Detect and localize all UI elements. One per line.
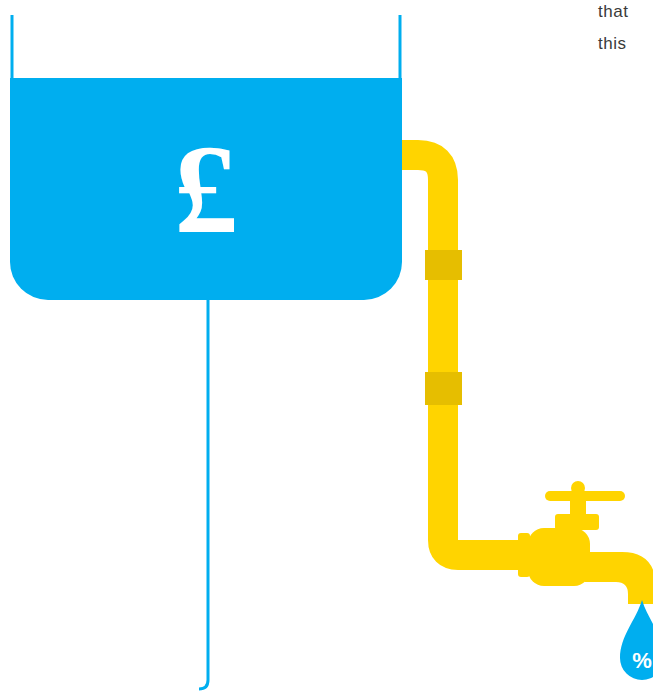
- interest-drop: %: [618, 598, 653, 682]
- pipe: [398, 155, 525, 555]
- tap-spout: [585, 552, 653, 604]
- tap-body: [528, 528, 590, 586]
- pipe-joint: [425, 372, 462, 405]
- money-tank: £: [10, 78, 402, 300]
- tap-bonnet: [555, 514, 599, 530]
- body-text: that: [598, 2, 628, 22]
- percent-symbol: %: [632, 650, 652, 672]
- tap-stem: [570, 500, 586, 516]
- currency-symbol: £: [174, 125, 238, 253]
- pipe-joint: [425, 250, 462, 280]
- body-text: this: [598, 34, 626, 54]
- tap-knob: [571, 481, 585, 495]
- drop-outline: [620, 600, 653, 680]
- outflow-line: [199, 295, 208, 689]
- tap-handle: [545, 491, 625, 501]
